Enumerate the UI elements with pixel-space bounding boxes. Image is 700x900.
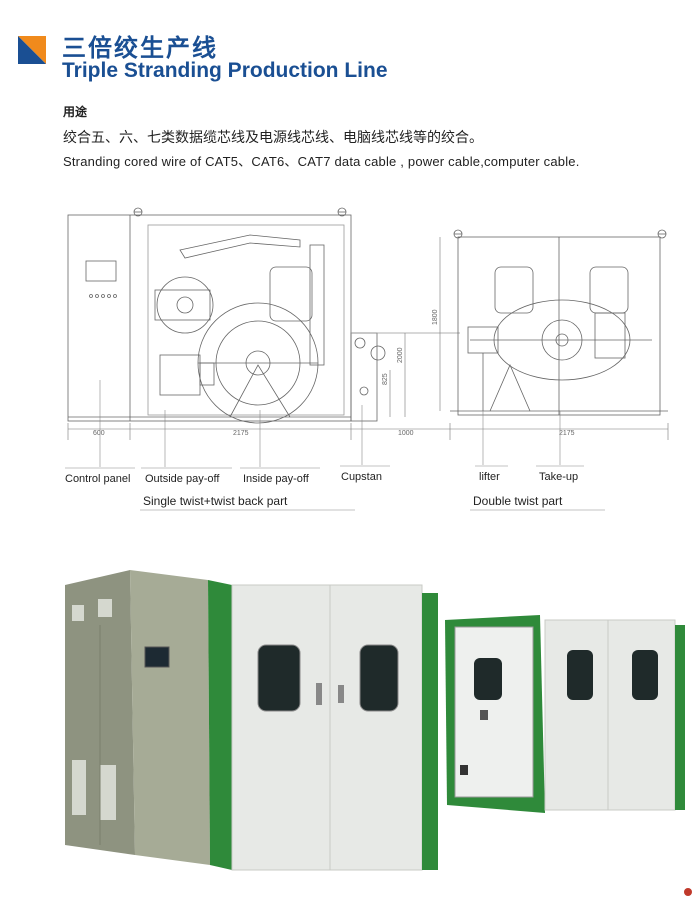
label-inside-payoff: Inside pay-off bbox=[243, 473, 310, 485]
window-left bbox=[257, 644, 301, 712]
group-single-twist: Single twist+twist back part bbox=[143, 494, 288, 508]
usage-description-english: Stranding cored wire of CAT5、CAT6、CAT7 d… bbox=[63, 154, 580, 169]
label-takeup: Take-up bbox=[539, 471, 578, 483]
handle-right bbox=[338, 685, 344, 703]
dim-825: 825 bbox=[382, 373, 389, 385]
main-cabinet bbox=[231, 584, 423, 871]
label-outside-payoff: Outside pay-off bbox=[145, 473, 220, 485]
group-double-twist: Double twist part bbox=[473, 494, 563, 508]
control-screen bbox=[144, 646, 170, 668]
dim-1000: 1000 bbox=[398, 430, 414, 437]
window-right bbox=[359, 644, 399, 712]
usage-description-chinese: 绞合五、六、七类数据缆芯线及电源线芯线、电脑线芯线等的绞合。 bbox=[63, 129, 483, 145]
dim-1800: 1800 bbox=[432, 309, 439, 325]
control-cabinet-front bbox=[130, 570, 210, 865]
technical-drawing: 600 2175 1000 2175 2000 825 1800 Control… bbox=[65, 207, 669, 511]
label-control-panel: Control panel bbox=[65, 473, 130, 485]
page-title-chinese: 三倍绞生产线 bbox=[62, 35, 218, 62]
label-cupstan: Cupstan bbox=[341, 471, 382, 483]
machine-photo bbox=[65, 570, 692, 896]
page-marker-dot bbox=[684, 888, 692, 896]
dim-2175-right: 2175 bbox=[559, 430, 575, 437]
dim-600: 600 bbox=[93, 430, 105, 437]
dim-2175-left: 2175 bbox=[233, 430, 249, 437]
dim-2000: 2000 bbox=[397, 347, 404, 363]
page-title-english: Triple Stranding Production Line bbox=[62, 59, 388, 82]
label-lifter: lifter bbox=[479, 471, 500, 483]
handle-left bbox=[316, 683, 322, 705]
company-logo-icon bbox=[18, 36, 46, 64]
usage-heading: 用途 bbox=[63, 105, 88, 119]
